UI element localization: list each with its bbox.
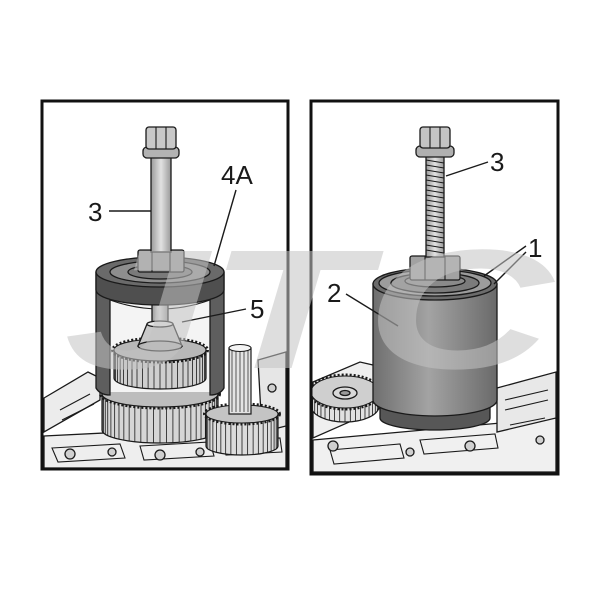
right-callout-3: 3 — [445, 147, 504, 177]
left-callout-5: 5 — [181, 294, 264, 324]
left-forcing-bolt — [142, 126, 180, 253]
leader-line — [345, 293, 399, 327]
left-callout-4a: 4A — [213, 160, 253, 267]
right-callout-2: 2 — [327, 278, 399, 327]
leader-line — [181, 308, 247, 323]
right-drawing — [312, 126, 557, 473]
callout-label: 3 — [490, 147, 504, 177]
leader-line — [483, 245, 527, 277]
right-gear-hub — [332, 386, 358, 400]
callout-label: 2 — [327, 278, 341, 308]
right-panel: 3 1 2 — [309, 99, 560, 476]
callout-label: 3 — [88, 197, 102, 227]
watermark-logo: JTC — [64, 215, 555, 405]
callout-label: 4A — [221, 160, 253, 190]
left-drawing — [43, 126, 287, 468]
left-splined-shaft — [228, 343, 252, 415]
leader-line — [213, 189, 237, 267]
callout-label: 5 — [250, 294, 264, 324]
left-bearing — [137, 320, 183, 352]
right-nut — [404, 255, 466, 288]
left-callout-3: 3 — [88, 197, 151, 227]
callout-label: 1 — [528, 233, 542, 263]
leader-line — [445, 161, 489, 177]
left-panel: 3 4A 5 — [40, 99, 290, 471]
leader-line — [493, 251, 527, 285]
right-callout-1: 1 — [483, 233, 542, 285]
right-forcing-bolt — [415, 126, 455, 258]
